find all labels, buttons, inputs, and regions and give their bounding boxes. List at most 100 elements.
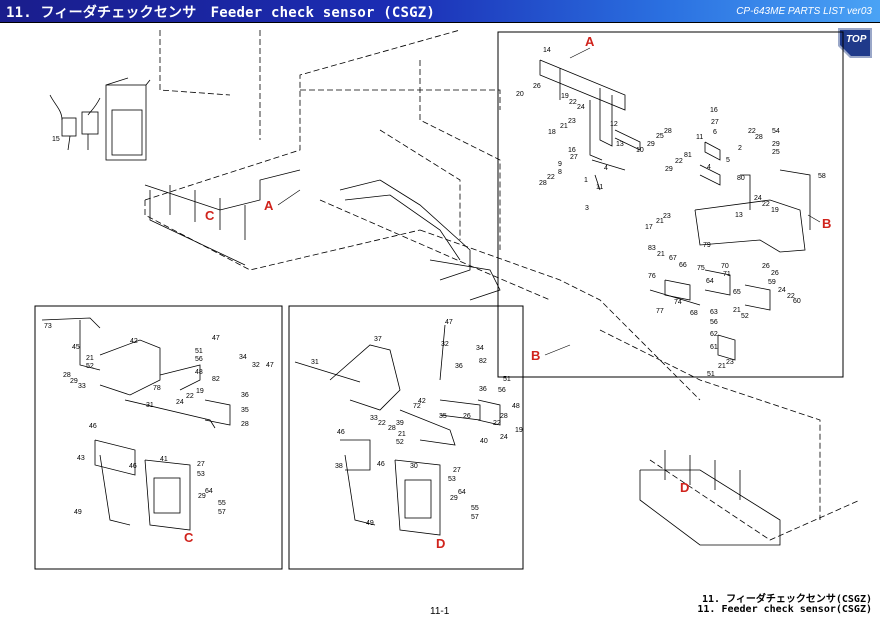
callout-number: 43 <box>77 455 85 462</box>
callout-number: 31 <box>311 359 319 366</box>
callout-number: 68 <box>690 310 698 317</box>
callout-number: 24 <box>176 399 184 406</box>
callout-number: 64 <box>706 278 714 285</box>
callout-number: 31 <box>146 402 154 409</box>
callout-number: 14 <box>543 47 551 54</box>
callout-number: 32 <box>441 341 449 348</box>
callouts-detail-c: 73 42 45 21 52 28 29 33 78 31 47 51 56 4… <box>44 323 274 516</box>
callout-number: 55 <box>218 500 226 507</box>
top-button[interactable]: TOP <box>838 28 872 58</box>
callout-number: 70 <box>721 263 729 270</box>
callout-number: 24 <box>754 195 762 202</box>
callout-number: 26 <box>771 270 779 277</box>
callout-number: 78 <box>153 385 161 392</box>
callout-number: 22 <box>547 174 555 181</box>
callout-number: 22 <box>787 293 795 300</box>
callout-number: 67 <box>669 255 677 262</box>
callout-number: 25 <box>772 149 780 156</box>
callout-number: 61 <box>710 344 718 351</box>
callout-number: 18 <box>548 129 556 136</box>
callout-number: 19 <box>561 93 569 100</box>
section-letters: A A B B C C D D <box>184 34 831 551</box>
callout-number: 74 <box>674 299 682 306</box>
callout-number: 49 <box>366 520 374 527</box>
top-label: TOP <box>846 34 867 45</box>
callout-number: 11 <box>696 134 703 141</box>
callout-number: 20 <box>516 91 524 98</box>
callout-number: 46 <box>337 429 345 436</box>
callout-number: 32 <box>252 362 260 369</box>
page-title: 11. フィーダチェックセンサ Feeder check sensor (CSG… <box>6 5 435 21</box>
callout-number: 9 <box>558 161 562 168</box>
callout-number: 58 <box>818 173 826 180</box>
callout-number: 26 <box>762 263 770 270</box>
main-frame-solid <box>144 169 781 546</box>
callout-number: 19 <box>196 388 204 395</box>
callout-number: 26 <box>463 413 471 420</box>
callout-number: 21 <box>733 307 741 314</box>
callout-number: 36 <box>479 386 487 393</box>
callout-number: 77 <box>656 308 664 315</box>
callout-number: 71 <box>723 271 731 278</box>
callout-number: 66 <box>679 262 687 269</box>
callout-number: 80 <box>737 175 745 182</box>
callout-number: 45 <box>72 344 80 351</box>
callout-number: 27 <box>453 467 461 474</box>
page-number: 11-1 <box>430 606 450 617</box>
callout-number: 33 <box>78 383 86 390</box>
callout-number: 34 <box>239 354 247 361</box>
callout-number: 56 <box>498 387 506 394</box>
callout-number: 23 <box>726 359 734 366</box>
callouts-main: 15 <box>52 136 60 143</box>
callout-number: 41 <box>160 456 168 463</box>
callout-number: 42 <box>418 398 426 405</box>
callout-number: 11 <box>596 184 603 191</box>
callout-number: 24 <box>500 434 508 441</box>
callouts-detail-d: 47 37 32 34 31 36 82 36 51 56 48 35 72 3… <box>311 319 523 527</box>
callout-number: 47 <box>445 319 453 326</box>
callout-number: 15 <box>52 136 60 143</box>
callout-number: 30 <box>410 463 418 470</box>
callout-number: 19 <box>771 207 779 214</box>
frame-detail-d <box>288 305 524 570</box>
callout-number: 23 <box>663 213 671 220</box>
parts-list-version: CP-643ME PARTS LIST ver03 <box>736 6 872 17</box>
callout-number: 42 <box>130 338 138 345</box>
callout-number: 46 <box>377 461 385 468</box>
callout-number: 28 <box>539 180 547 187</box>
callout-number: 54 <box>772 128 780 135</box>
page-header: 11. フィーダチェックセンサ Feeder check sensor (CSG… <box>0 0 880 23</box>
callout-number: 48 <box>512 403 520 410</box>
callout-number: 29 <box>772 141 780 148</box>
callout-number: 60 <box>793 298 801 305</box>
callout-number: 65 <box>733 289 741 296</box>
callout-number: 57 <box>471 514 479 521</box>
callout-number: 6 <box>713 129 717 136</box>
callout-number: 48 <box>195 369 203 376</box>
callout-number: 4 <box>707 164 711 171</box>
callout-number: 75 <box>697 265 705 272</box>
callout-number: 26 <box>533 83 541 90</box>
callout-number: 8 <box>558 169 562 176</box>
callout-number: 24 <box>778 287 786 294</box>
callout-number: 28 <box>241 421 249 428</box>
callout-number: 17 <box>645 224 653 231</box>
callout-number: 24 <box>577 104 585 111</box>
callout-number: 82 <box>212 376 220 383</box>
section-letter: D <box>680 480 689 495</box>
callout-number: 82 <box>479 358 487 365</box>
callout-number: 55 <box>471 505 479 512</box>
letter-leaders <box>277 47 821 356</box>
callout-number: 27 <box>711 119 719 126</box>
callout-number: 21 <box>718 363 726 370</box>
callout-number: 63 <box>710 309 718 316</box>
callout-number: 59 <box>768 279 776 286</box>
callout-number: 53 <box>448 476 456 483</box>
callout-number: 13 <box>735 212 743 219</box>
callout-number: 72 <box>413 403 421 410</box>
callout-number: 29 <box>198 493 206 500</box>
callout-number: 21 <box>560 123 568 130</box>
callout-number: 36 <box>241 392 249 399</box>
callout-number: 76 <box>648 273 656 280</box>
callout-number: 73 <box>44 323 52 330</box>
